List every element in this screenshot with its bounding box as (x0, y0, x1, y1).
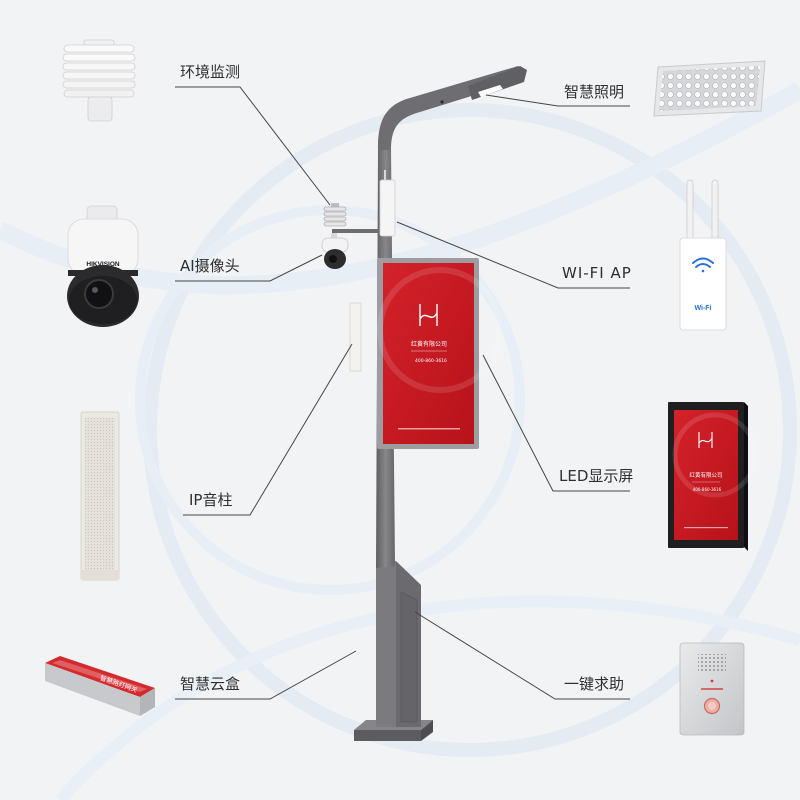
leader-ai-camera (175, 254, 323, 282)
label-led-display: LED显示屏 (559, 467, 633, 485)
wifi-signal-icon (692, 257, 714, 273)
display-phone-text: 400-860-3616 (693, 487, 722, 492)
label-wifi-ap: WI-FI AP (562, 264, 632, 282)
pole-wifi-ap (379, 170, 396, 237)
label-smart-cloud-box: 智慧云盒 (180, 675, 240, 693)
pole-environment-sensor (323, 203, 347, 227)
leader-wifi-ap (396, 221, 630, 289)
screen-logo-icon (419, 304, 438, 326)
cloud-box-icon: 智慧路灯网关 (45, 656, 155, 716)
wifi-router-icon: Wi-Fi (679, 179, 727, 331)
leader-ip-speaker (183, 343, 353, 516)
leader-lines (175, 86, 630, 700)
pole-camera (321, 233, 349, 269)
pole-led-screen: 红黄有限公司 400-860-3616 (377, 258, 503, 449)
leader-environment-monitoring (175, 86, 331, 206)
component-labels: 环境监测 AI摄像头 IP音柱 智慧云盒 智慧照明 WI-FI AP LED显示… (180, 63, 633, 693)
pole-cabinet-section (376, 561, 421, 727)
screen-phone-text: 400-860-3616 (415, 358, 447, 364)
column-speaker-icon (80, 411, 120, 581)
label-ai-camera: AI摄像头 (180, 257, 240, 275)
screen-company-text: 红黄有限公司 (411, 340, 447, 348)
pole-ip-speaker (349, 302, 362, 372)
camera-brand-text: HIKVISION (86, 261, 120, 268)
pole-side-bracket (332, 229, 380, 233)
router-label-text: Wi-Fi (694, 305, 711, 312)
louver-weather-sensor-icon (62, 39, 136, 122)
leader-smart-lighting (485, 94, 630, 107)
leader-smart-cloud-box (175, 650, 357, 700)
ptz-camera-icon: HIKVISION (67, 205, 139, 327)
label-smart-lighting: 智慧照明 (564, 83, 624, 101)
smart-street-pole: 红黄有限公司 400-860-3616 (321, 66, 527, 741)
pole-lamp-head (440, 66, 527, 104)
panel-speaker-grille-icon (698, 654, 726, 672)
leader-led-display (482, 354, 630, 492)
display-company-text: 红黄有限公司 (689, 471, 722, 479)
led-display-icon: 红黄有限公司 400-860-3616 (668, 402, 758, 551)
emergency-call-panel-icon (679, 642, 745, 736)
led-light-panel-icon (653, 60, 766, 117)
leader-emergency-help (414, 611, 630, 700)
label-emergency-help: 一键求助 (564, 675, 624, 693)
display-logo-icon (698, 432, 713, 448)
label-environment-monitoring: 环境监测 (180, 63, 240, 81)
label-ip-speaker: IP音柱 (189, 491, 232, 509)
